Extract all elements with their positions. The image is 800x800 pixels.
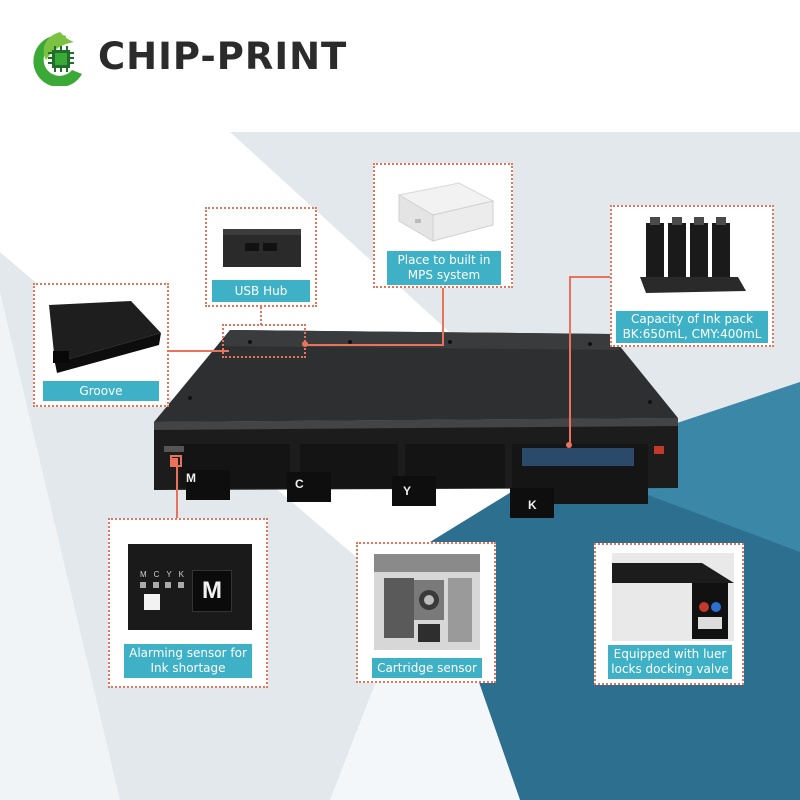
luer-caption-line2: locks docking valve [611, 662, 729, 676]
callout-capacity: Capacity of Ink pack BK:650mL, CMY:400mL [610, 205, 774, 347]
mps-connector-h [305, 344, 444, 346]
mps-caption-line1: Place to built in [397, 253, 491, 267]
luer-caption-line1: Equipped with luer [613, 647, 727, 661]
sensor-letter-row: M C Y K [140, 570, 184, 579]
capacity-connector-h [570, 276, 610, 278]
ink-trays [180, 444, 648, 504]
usb-hub-photo [223, 229, 301, 267]
mps-connector-v [442, 288, 444, 346]
slot-label-k: K [528, 498, 537, 512]
callout-cartridge-sensor: Cartridge sensor [356, 542, 496, 683]
usb-hub-caption: USB Hub [212, 280, 310, 302]
slot-label-y: Y [403, 484, 412, 498]
slot-label-m: M [186, 471, 196, 485]
callout-alarm-sensor: M C Y K M Alarming sensor for Ink shorta… [108, 518, 268, 688]
cartridge-sensor-photo [374, 554, 480, 650]
groove-caption: Groove [43, 381, 159, 401]
sensor-letter-y: Y [166, 570, 172, 579]
alarm-caption-line1: Alarming sensor for [129, 646, 247, 660]
callout-luer-lock: Equipped with luer locks docking valve [594, 543, 744, 685]
capacity-caption-line2: BK:650mL, CMY:400mL [622, 327, 762, 341]
capacity-connector-v [569, 276, 571, 446]
alarm-caption-line2: Ink shortage [150, 661, 226, 675]
usb-connector [260, 307, 262, 325]
chip-leaf-logo-icon [33, 32, 82, 86]
callout-mps: Place to built in MPS system [373, 163, 513, 288]
groove-connector [169, 350, 229, 352]
capacity-caption: Capacity of Ink pack BK:650mL, CMY:400mL [616, 311, 768, 343]
mps-pin [302, 341, 308, 347]
luer-valve-photo [612, 553, 734, 641]
sensor-window [144, 594, 160, 610]
alarm-connector [176, 462, 178, 518]
sensor-leds [140, 582, 184, 588]
alarm-highlight [170, 455, 182, 467]
luer-caption: Equipped with luer locks docking valve [608, 645, 732, 679]
mps-box-photo [397, 182, 495, 242]
mps-caption: Place to built in MPS system [387, 251, 501, 285]
alarm-caption: Alarming sensor for Ink shortage [124, 644, 252, 678]
callout-usb-hub: USB Hub [205, 207, 317, 307]
slot-label-c: C [295, 477, 304, 491]
big-letter-m: M [192, 570, 232, 612]
sensor-letter-k: K [178, 570, 184, 579]
callout-groove: Groove [33, 283, 169, 407]
ink-packs-photo [640, 217, 746, 293]
mps-caption-line2: MPS system [407, 268, 481, 282]
usb-highlight [222, 324, 306, 358]
cartridge-caption: Cartridge sensor [372, 658, 482, 678]
capacity-caption-line1: Capacity of Ink pack [630, 312, 754, 326]
sensor-letter-c: C [153, 570, 160, 579]
brand-name: CHIP-PRINT [98, 35, 348, 78]
capacity-pin [566, 442, 572, 448]
alarm-sensor-photo: M C Y K M [128, 544, 252, 630]
sensor-letter-m: M [140, 570, 147, 579]
groove-photo [49, 301, 161, 373]
